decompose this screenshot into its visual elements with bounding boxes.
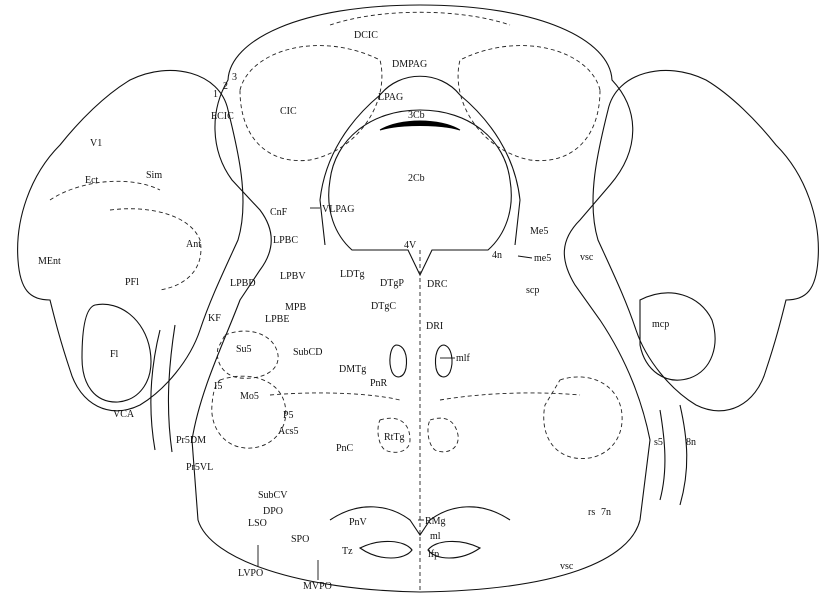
label-pnr: PnR (370, 378, 388, 389)
label-4v: 4V (404, 240, 417, 251)
label-scp: scp (526, 285, 539, 296)
label-ldtg: LDTg (340, 269, 364, 280)
label-subcd: SubCD (293, 347, 322, 358)
label-su5: Su5 (236, 344, 252, 355)
label-mlf: mlf (456, 353, 471, 364)
label-3: 3 (232, 72, 237, 83)
label-7n: 7n (601, 507, 611, 518)
label-vsc-bottom: vsc (560, 561, 574, 572)
label-fl: Fl (110, 349, 119, 360)
label-ecic: ECIC (211, 111, 234, 122)
label-lso: LSO (248, 518, 267, 529)
mlf-right (435, 345, 452, 377)
right-s5-band (660, 405, 687, 505)
tz-ellipse-left (360, 541, 412, 558)
label-dmpag: DMPAG (392, 59, 427, 70)
label-dtgc: DTgC (371, 301, 396, 312)
label-v1: V1 (90, 138, 102, 149)
pnc-contour (270, 393, 580, 400)
label-rttg: RtTg (384, 432, 405, 443)
label-lpbe: LPBE (265, 314, 289, 325)
cic-outline (240, 46, 382, 161)
label-2: 2 (223, 81, 228, 92)
label-lfp: lfp (428, 549, 439, 560)
label-me5-tract: me5 (534, 253, 551, 264)
label-vca: VCA (113, 409, 135, 420)
3cb-band (380, 121, 460, 130)
rttg-outline-right (428, 418, 458, 452)
left-vca-band (151, 325, 175, 452)
label-lpbv: LPBV (280, 271, 306, 282)
mo5-outline (212, 376, 286, 448)
label-mo5: Mo5 (240, 391, 259, 402)
label-cnf: CnF (270, 207, 288, 218)
left-cerebellum-outline (18, 70, 243, 410)
label-mvpo: MVPO (303, 581, 332, 592)
label-subcv: SubCV (258, 490, 288, 501)
right-mcp-outline (640, 293, 715, 380)
label-pnv: PnV (349, 517, 368, 528)
label-dmtg: DMTg (339, 364, 366, 375)
label-pr5vl: Pr5VL (186, 462, 213, 473)
label-3cb: 3Cb (408, 110, 425, 121)
label-lvpo: LVPO (238, 568, 263, 579)
label-2cb: 2Cb (408, 173, 425, 184)
label-dtgp: DTgP (380, 278, 404, 289)
label-kf: KF (208, 313, 221, 324)
label-drc: DRC (427, 279, 448, 290)
label-dcic: DCIC (354, 30, 378, 41)
label-mcp: mcp (652, 319, 669, 330)
label-p5: P5 (283, 410, 294, 421)
label-ml: ml (430, 531, 441, 542)
label-pr5dm: Pr5DM (176, 435, 206, 446)
label-sim: Sim (146, 170, 162, 181)
label-ect: Ect (85, 175, 99, 186)
label-8n: 8n (686, 437, 696, 448)
label-ment: MEnt (38, 256, 61, 267)
pag-outline (320, 76, 520, 245)
label-1: 1 (213, 89, 218, 100)
dcic-outline (330, 12, 510, 25)
label-s5: s5 (654, 437, 663, 448)
right-trigeminal-outline (544, 377, 622, 459)
right-cerebellum-outline (593, 70, 818, 410)
label-dri: DRI (426, 321, 443, 332)
label-pnc: PnC (336, 443, 354, 454)
label-cic: CIC (280, 106, 297, 117)
label-rs: rs (588, 507, 595, 518)
mlf-left (390, 345, 407, 377)
label-me5: Me5 (530, 226, 548, 237)
label-pfl: PFl (125, 277, 139, 288)
label-tz: Tz (342, 546, 353, 557)
right-cic-outline (458, 46, 600, 161)
label-i5: I5 (214, 381, 222, 392)
label-acs5: Acs5 (278, 426, 299, 437)
label-lpbc: LPBC (273, 235, 298, 246)
label-ant: Ant (186, 239, 201, 250)
label-dpo: DPO (263, 506, 283, 517)
label-rmg: RMg (425, 516, 446, 527)
colliculus-outline (192, 5, 650, 592)
label-vsc: vsc (580, 252, 594, 263)
ect-contour (50, 181, 160, 200)
label-mpb: MPB (285, 302, 306, 313)
label-4n: 4n (492, 250, 502, 261)
label-lpag: LPAG (378, 92, 403, 103)
leader-me5 (518, 256, 532, 258)
label-spo: SPO (291, 534, 309, 545)
outlines (18, 5, 819, 592)
label-lpbd: LPBD (230, 278, 256, 289)
label-vlpag: VLPAG (322, 204, 354, 215)
